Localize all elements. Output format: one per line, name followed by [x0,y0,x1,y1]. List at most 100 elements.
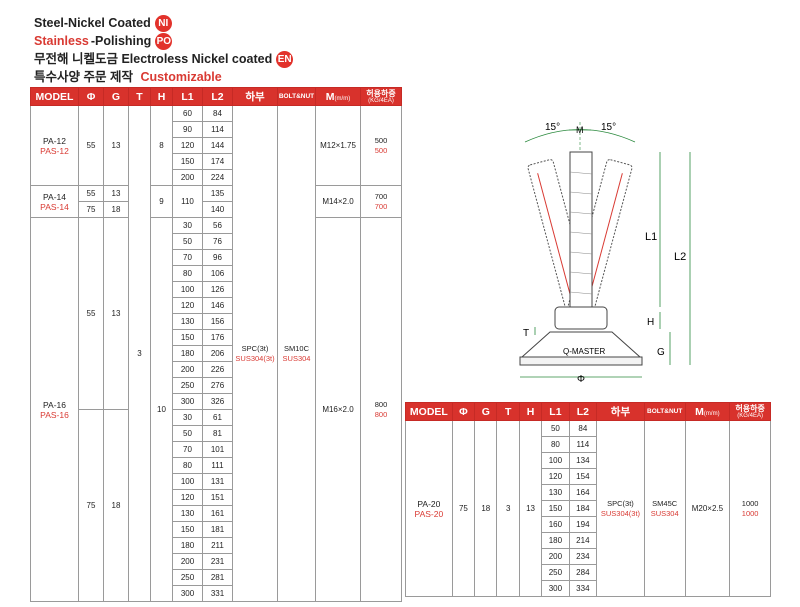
phi-cell: 75 [78,201,104,218]
angle-left-label: 15° [545,122,560,133]
l1-cell: 200 [172,361,203,378]
l1-cell: 30 [172,217,203,234]
col-load-unit: (KG/4EA) [368,98,394,104]
m-cell: M12×1.75 [315,105,361,186]
model-label: PA-16 [43,399,66,410]
l1-cell: 130 [541,484,570,501]
col-m-unit: (m/m) [334,95,351,102]
col-load: 허용하중(KG/4EA) [360,87,402,106]
col-load-unit: (KG/4EA) [737,413,763,419]
ni-badge: NI [154,14,172,32]
legend-ni-text: Steel-Nickel Coated [34,16,151,30]
t-cell: 3 [128,105,151,602]
l1-cell: 110 [172,185,203,218]
l1-cell: 250 [541,564,570,581]
l2-cell: 284 [568,564,598,581]
col-m: M(m/m) [684,402,731,421]
l2-cell: 334 [568,580,598,597]
phi-cell: 75 [78,409,104,602]
l1-cell: 250 [172,377,203,394]
l1-cell: 300 [172,585,203,602]
table-row: 75 18 30 61 [31,409,402,602]
model-label: PA-12 [43,135,66,146]
l2-cell: 140 [202,201,233,218]
col-h: H [518,402,543,421]
g-cell: 13 [103,185,129,202]
l1-cell: 160 [541,516,570,533]
angle-right-label: 15° [601,122,616,133]
model-label-stainless: PAS-16 [40,409,69,420]
h-cell: 9 [150,185,173,218]
base-label-stainless: SUS304(3t) [235,353,275,363]
l1-cell: 300 [172,393,203,410]
table-header-row: MODEL Φ G T H L1 L2 하부 BOLT&NUT M(m/m) 허… [30,87,402,106]
l2-cell: 151 [202,489,233,506]
l2-cell: 56 [202,217,233,234]
l1-cell: 120 [172,137,203,154]
l1-cell: 50 [172,425,203,442]
l2-cell: 135 [202,185,233,202]
l2-cell: 131 [202,473,233,490]
col-t: T [128,87,151,106]
l1-cell: 80 [172,457,203,474]
l1-cell: 150 [172,153,203,170]
col-base: 하부 [232,87,278,106]
l2-cell: 161 [202,505,233,522]
col-m: M(m/m) [315,87,361,106]
phi-cell: 55 [78,217,104,410]
col-load-label: 허용하중 [366,89,396,98]
l1-cell: 120 [172,297,203,314]
phi-cell: 75 [451,420,476,597]
po-badge: PO [155,32,173,50]
col-load-label: 허용하중 [735,404,765,413]
l1-cell: 120 [541,468,570,485]
l1-cell: 130 [172,313,203,330]
l1-cell: 300 [541,580,570,597]
bolt-label: SM10C [283,343,309,353]
col-g: G [103,87,129,106]
col-m-label: M [325,90,335,103]
l2-cell: 114 [568,436,598,453]
col-l2: L2 [202,87,233,106]
g-cell: 18 [103,201,129,218]
g-cell: 13 [103,105,129,186]
bolt-thread [569,171,593,295]
l1-cell: 100 [172,281,203,298]
l1-cell: 200 [172,169,203,186]
bolt-label-stainless: SUS304 [650,508,679,518]
legend-ni: Steel-Nickel Coated NI [34,14,293,32]
h-cell: 13 [518,420,543,597]
hex-nut [554,306,608,330]
l2-cell: 206 [202,345,233,362]
legend-po-red: Stainless [34,34,89,48]
l2-cell: 144 [202,137,233,154]
base-cell: SPC(3t)SUS304(3t) [232,105,278,602]
h-label: H [647,317,654,328]
g-label: G [657,347,665,358]
l1-cell: 200 [172,553,203,570]
l1-cell: 50 [172,233,203,250]
col-l2: L2 [568,402,598,421]
legend-custom-en: Customizable [140,70,222,84]
l2-cell: 84 [568,420,598,437]
l2-cell: 101 [202,441,233,458]
l1-cell: 150 [172,521,203,538]
